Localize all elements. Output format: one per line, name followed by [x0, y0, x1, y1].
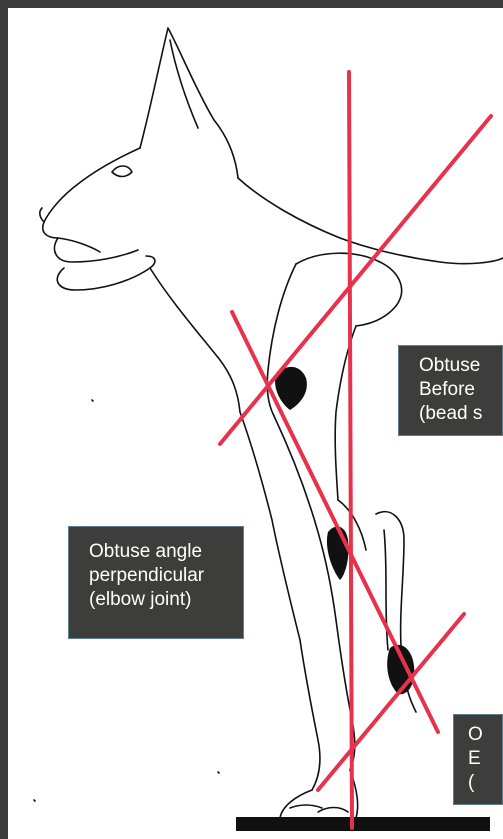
callout-middle-line2: Before [419, 378, 492, 402]
dog-neck-front [150, 268, 240, 412]
callout-left: Obtuse angle perpendicular (elbow joint) [68, 526, 244, 639]
dog-eye [112, 166, 132, 177]
callout-bottom-line2: E [468, 747, 492, 771]
callout-left-line3: (elbow joint) [89, 588, 233, 612]
elbow-joint-fill [327, 526, 349, 580]
dog-forearm-front [240, 412, 300, 640]
guide-lines [220, 72, 491, 828]
dog-head-outline [43, 148, 140, 252]
callout-bottom: O E ( [453, 714, 503, 805]
dog-fur-mark-1 [92, 400, 93, 401]
dog-pastern-front [300, 640, 320, 790]
dog-tongue-outline [57, 256, 155, 290]
callout-left-line2: perpendicular [89, 564, 233, 588]
callout-middle: Obtuse Before (bead s [398, 345, 503, 436]
callout-bottom-line1: O [468, 723, 492, 747]
dog-ear-outline [140, 28, 238, 178]
dog-fur-mark-3 [34, 800, 35, 801]
callout-middle-line3: (bead s [419, 402, 492, 426]
callout-bottom-line3: ( [468, 771, 492, 795]
dog-upper-arm-back [335, 326, 356, 500]
dog-ear-inner [170, 40, 198, 128]
callout-middle-line1: Obtuse [419, 354, 492, 378]
dog-paw-toes [290, 805, 348, 812]
dog-back-line [238, 178, 503, 264]
vertical-guide-line [349, 72, 352, 828]
dog-nose [40, 208, 44, 222]
dog-paw [280, 770, 358, 821]
dog-fur-mark-2 [218, 772, 219, 773]
callout-left-line1: Obtuse angle [89, 540, 233, 564]
ground-bar [236, 817, 490, 831]
dog-forearm-back [274, 416, 336, 620]
